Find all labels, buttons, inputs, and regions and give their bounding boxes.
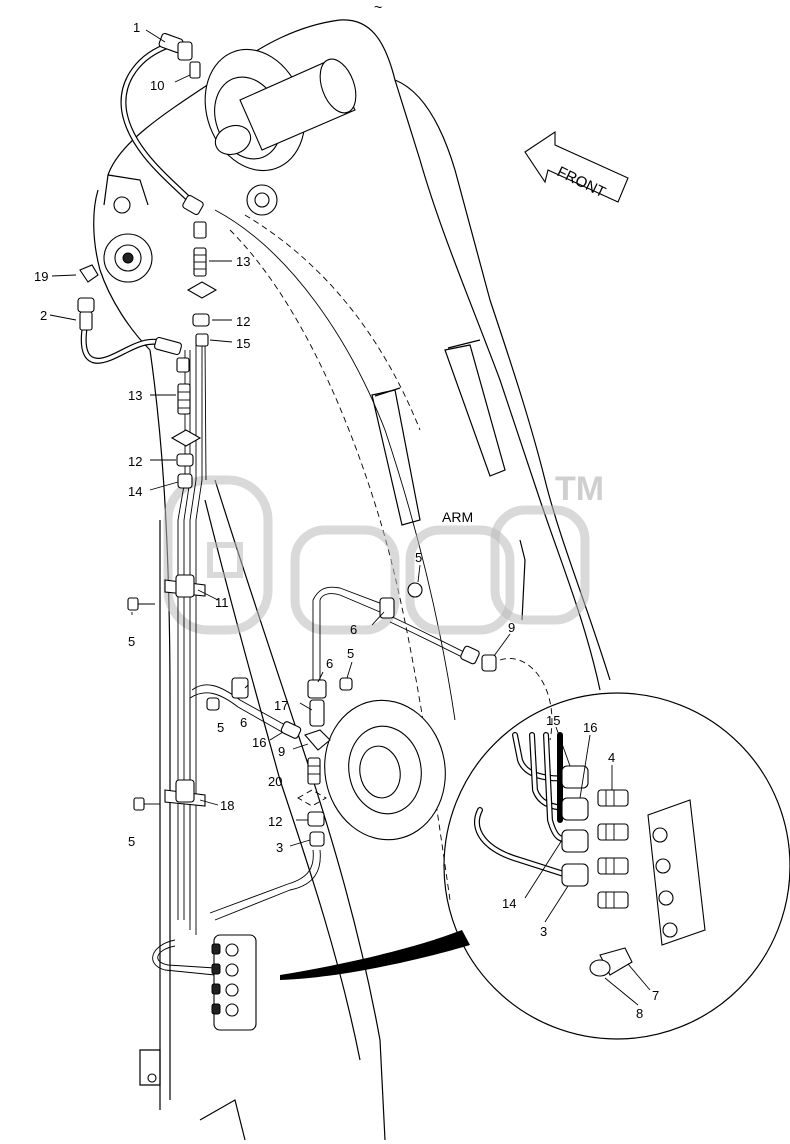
- callout-12-upper: 12: [236, 314, 250, 329]
- callout-9-right: 9: [508, 620, 515, 635]
- watermark-trademark: TM: [555, 470, 604, 508]
- callout-16-left: 16: [252, 735, 266, 750]
- callout-14-detail: 14: [502, 896, 516, 911]
- callout-5-left-clamp: 5: [217, 720, 224, 735]
- callout-4: 4: [608, 750, 615, 765]
- callout-16-detail: 16: [583, 720, 597, 735]
- leader-lines: [49, 29, 651, 1006]
- callout-13-upper: 13: [236, 254, 250, 269]
- callout-15-detail: 15: [546, 713, 560, 728]
- callout-13-lower: 13: [128, 388, 142, 403]
- callout-20: 20: [268, 774, 282, 789]
- callout-8: 8: [636, 1006, 643, 1021]
- callout-14-left: 14: [128, 484, 142, 499]
- callout-6-top-right: 6: [350, 622, 357, 637]
- callout-17: 17: [274, 698, 288, 713]
- front-arrow: FRONT: [524, 130, 629, 203]
- top-mark: ~: [374, 0, 382, 15]
- callout-3-detail: 3: [540, 924, 547, 939]
- callout-2: 2: [40, 308, 47, 323]
- callout-19: 19: [34, 269, 48, 284]
- callout-5-top-right: 5: [415, 550, 422, 565]
- callout-1: 1: [133, 20, 140, 35]
- callout-10: 10: [150, 78, 164, 93]
- callout-7: 7: [652, 988, 659, 1003]
- callout-11: 11: [215, 595, 229, 610]
- callout-5-left: 5: [128, 634, 135, 649]
- callout-12-mid: 12: [128, 454, 142, 469]
- callout-5-lower-left: 5: [128, 834, 135, 849]
- callout-5-mid: 5: [347, 646, 354, 661]
- callout-numbers: 1 10 19 2 13 12 15 13 12 14 11 5 5 6 9 6…: [34, 20, 659, 1021]
- callout-6-left-clamp: 6: [240, 715, 247, 730]
- callout-9-tee: 9: [278, 744, 285, 759]
- callout-15-upper: 15: [236, 336, 250, 351]
- callout-18: 18: [220, 798, 234, 813]
- callout-12-lower: 12: [268, 814, 282, 829]
- callout-3-lower: 3: [276, 840, 283, 855]
- hose-lines: [80, 42, 471, 976]
- detail-view: [443, 692, 790, 1040]
- watermark-logo: TM: [163, 470, 604, 635]
- fittings: [77, 32, 497, 1031]
- callout-6-mid: 6: [326, 656, 333, 671]
- arm-label: ARM: [442, 509, 473, 525]
